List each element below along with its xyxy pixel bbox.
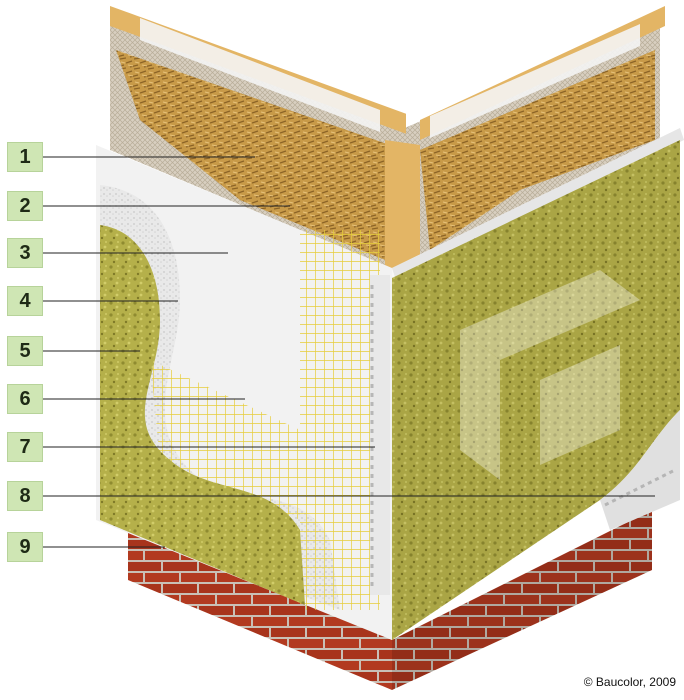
timber-frame-osb [110, 6, 665, 275]
label-badge-7: 7 [7, 432, 43, 462]
brick-plinth [128, 510, 652, 690]
label-number: 3 [19, 241, 31, 264]
label-number: 7 [19, 435, 31, 458]
right-wall-layers [392, 140, 680, 640]
label-badge-3: 3 [7, 238, 43, 268]
label-badge-9: 9 [7, 532, 43, 562]
leader-lines [43, 156, 655, 548]
label-badge-1: 1 [7, 142, 43, 172]
label-badge-2: 2 [7, 191, 43, 221]
copyright-credit: © Baucolor, 2009 [583, 675, 676, 689]
logo-watermark [460, 270, 640, 480]
label-badge-8: 8 [7, 481, 43, 511]
left-wall-layers [100, 185, 390, 610]
label-number: 5 [19, 339, 31, 362]
label-badge-5: 5 [7, 336, 43, 366]
label-number: 8 [19, 484, 31, 507]
label-badge-4: 4 [7, 286, 43, 316]
label-number: 2 [19, 194, 31, 217]
label-number: 6 [19, 387, 31, 410]
label-number: 9 [19, 535, 31, 558]
label-number: 1 [19, 145, 31, 168]
label-number: 4 [19, 289, 31, 312]
label-badge-6: 6 [7, 384, 43, 414]
